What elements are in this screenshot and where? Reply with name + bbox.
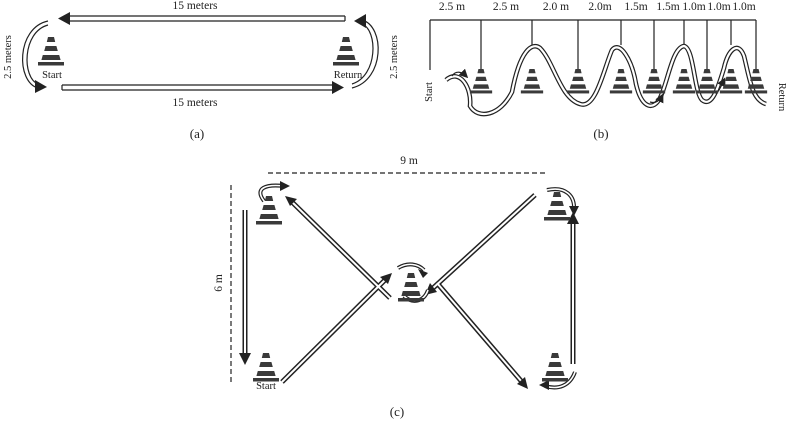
panel-b-return-label: Return	[776, 83, 786, 112]
panel-b-spacing-label: 2.5 m	[493, 1, 519, 13]
panel-c-start-label: Start	[256, 381, 276, 392]
panel-b-spacing-label: 1.0m	[682, 1, 705, 13]
cone-icon	[398, 273, 424, 302]
panel-c-height-label: 6 m	[213, 274, 225, 292]
panel-b-start-label: Start	[424, 82, 435, 102]
panel-c-track	[242, 193, 576, 384]
cone-icon	[38, 37, 64, 66]
panel-a-label: (a)	[190, 126, 204, 141]
panel-a-start-label: Start	[42, 70, 62, 81]
panel-a: 15 meters 15 meters 2.5 meters 2.5 meter…	[3, 0, 400, 141]
panel-a-left-turn	[21, 20, 49, 93]
panel-a-return-label: Return	[334, 70, 363, 81]
panel-b-weave-path	[444, 43, 767, 117]
cone-icon	[469, 69, 493, 94]
panel-c: 9 m 6 m	[213, 155, 579, 419]
panel-b-spacing-label: 2.0m	[588, 1, 611, 13]
panel-a-left-width: 2.5 meters	[3, 35, 14, 79]
panel-b-spacing-label: 1.5m	[624, 1, 647, 13]
panel-b-spacing-label: 1.5m	[656, 1, 679, 13]
panel-a-right-turn	[351, 14, 379, 89]
cone-icon	[520, 69, 544, 94]
panel-b-spacing-label: 2.5 m	[439, 1, 465, 13]
panel-b-label: (b)	[593, 126, 608, 141]
panel-a-bottom-track	[61, 81, 344, 94]
cone-icon	[253, 353, 279, 382]
panel-b-spacing-label: 2.0 m	[543, 1, 569, 13]
cone-icon	[333, 37, 359, 66]
panel-b-spacing-label: 1.0m	[732, 1, 755, 13]
cone-icon	[542, 353, 568, 382]
panel-a-top-track	[58, 12, 346, 25]
panel-b-spacing-label: 1.0m	[707, 1, 730, 13]
panel-b-spacing-bracket	[429, 19, 757, 70]
panel-a-bottom-distance: 15 meters	[172, 97, 218, 109]
cone-icon	[544, 192, 570, 221]
cone-icon	[609, 69, 633, 94]
panel-c-width-label: 9 m	[400, 155, 418, 167]
panel-a-top-distance: 15 meters	[172, 0, 218, 12]
panel-c-label: (c)	[390, 404, 404, 419]
cone-icon	[256, 196, 282, 225]
panel-a-right-width: 2.5 meters	[389, 35, 400, 79]
cone-icon	[566, 69, 590, 94]
panel-b: 2.5 m 2.5 m 2.0 m 2.0m 1.5m 1.5m 1.0m 1.…	[424, 1, 786, 141]
